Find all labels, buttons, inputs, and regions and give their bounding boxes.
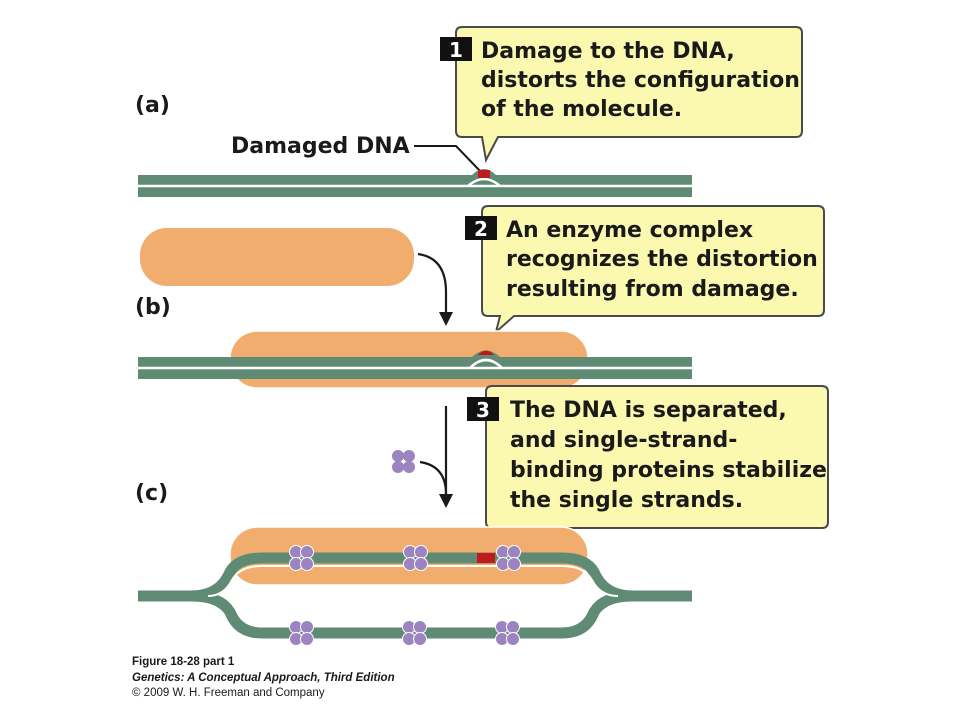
panel-label-b: (b) <box>135 295 171 320</box>
step-3-line-2: and single-strand- <box>510 428 737 453</box>
callout-step-3: 3 The DNA is separated, and single-stran… <box>467 385 829 547</box>
arrow-step-2-to-3 <box>419 406 453 508</box>
damage-site-c <box>477 553 495 563</box>
figure-caption: Figure 18-28 part 1 Genetics: A Conceptu… <box>132 655 395 702</box>
figure-number: Figure 18-28 part 1 <box>132 656 235 668</box>
ssb-protein-bottom-3 <box>495 620 520 646</box>
step-3-number: 3 <box>476 398 490 422</box>
dna-duplex-a <box>138 169 692 197</box>
step-2-line-2: recognizes the distortion <box>506 247 818 272</box>
ssb-protein-bottom-2 <box>402 620 427 646</box>
ssb-protein-top-2 <box>403 545 428 571</box>
callout-step-1: 1 Damage to the DNA, distorts the config… <box>440 26 803 164</box>
step-2-number: 2 <box>474 217 488 241</box>
step-1-badge <box>440 37 472 61</box>
damaged-dna-leader <box>414 145 482 173</box>
step-1-line-2: distorts the configuration <box>481 68 800 93</box>
damaged-dna-label: Damaged DNA <box>231 134 410 159</box>
enzyme-complex-free <box>140 228 414 286</box>
step-2-line-1: An enzyme complex <box>506 218 753 243</box>
book-title: Genetics: A Conceptual Approach, Third E… <box>132 671 395 684</box>
callout-step-2: 2 An enzyme complex recognizes the disto… <box>465 205 825 335</box>
arrow-step-1-to-2 <box>417 252 453 326</box>
step-3-line-1: The DNA is separated, <box>510 398 787 423</box>
ssb-protein-bottom-1 <box>289 620 314 646</box>
step-3-line-4: the single strands. <box>510 488 743 513</box>
ssb-protein-top-1 <box>289 545 314 571</box>
damage-site-b <box>478 350 494 355</box>
step-1-line-1: Damage to the DNA, <box>481 39 735 64</box>
copyright-line: © 2009 W. H. Freeman and Company <box>132 687 325 699</box>
step-2-badge <box>465 216 497 240</box>
step-3-badge <box>467 397 499 421</box>
step-1-number: 1 <box>449 38 463 62</box>
step-3-line-3: binding proteins stabilize <box>510 458 827 483</box>
step-2-line-3: resulting from damage. <box>506 277 799 302</box>
step-1-line-3: of the molecule. <box>481 97 682 122</box>
panel-label-a: (a) <box>135 93 170 118</box>
ssb-protein-free <box>392 450 415 473</box>
damage-site-a <box>478 170 490 178</box>
ssb-protein-top-3 <box>496 545 521 571</box>
dna-duplex-b <box>138 350 692 379</box>
panel-label-c: (c) <box>135 481 168 506</box>
